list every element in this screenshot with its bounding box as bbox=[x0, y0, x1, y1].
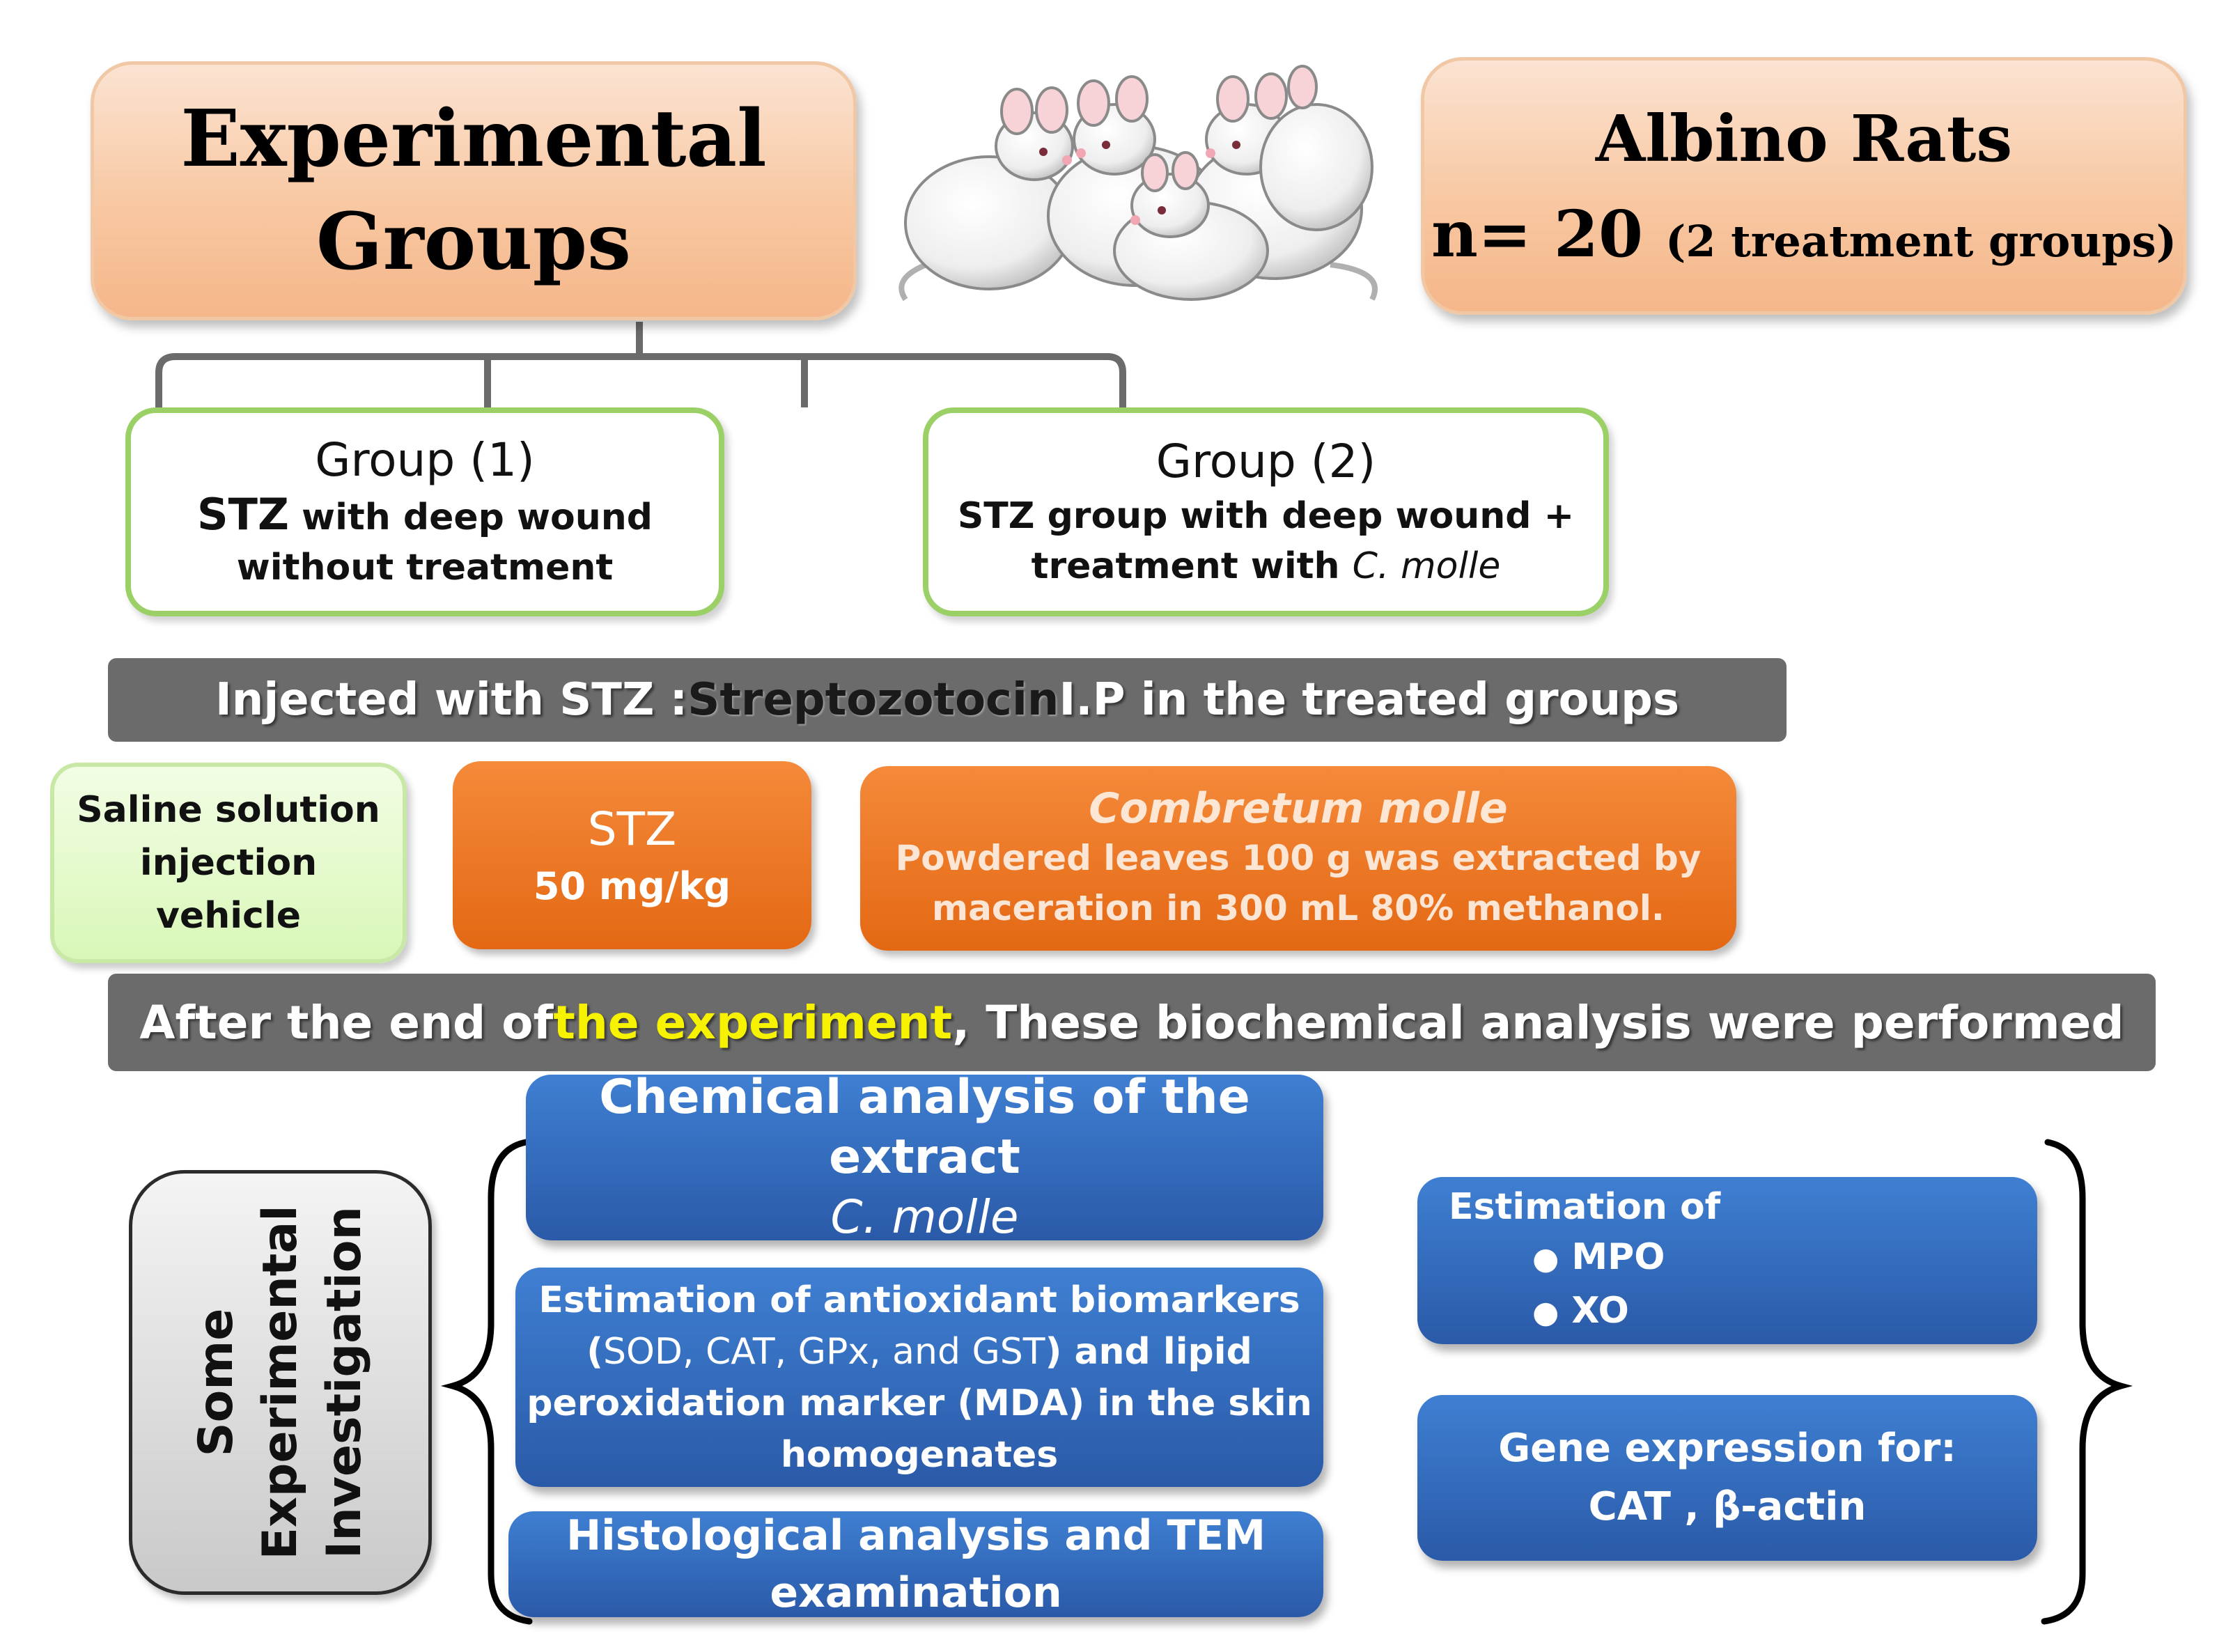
bullet-icon: ● bbox=[1532, 1295, 1559, 1330]
sample-size-count: n= 20 bbox=[1431, 196, 1643, 272]
saline-line-2: injection bbox=[139, 842, 318, 884]
chemical-analysis-subtitle: C. molle bbox=[830, 1190, 1019, 1244]
group-2-species: C. molle bbox=[1352, 545, 1501, 587]
combretum-line-2: maceration in 300 mL 80% methanol. bbox=[932, 887, 1665, 928]
analysis-banner: After the end of the experiment , These … bbox=[108, 974, 2156, 1071]
analysis-highlight: the experiment bbox=[553, 995, 953, 1050]
group-2-title: Group (2) bbox=[1155, 435, 1376, 488]
injection-part-1: Injected with STZ : bbox=[215, 674, 688, 726]
combretum-name: Combretum molle bbox=[1089, 784, 1508, 833]
antioxidant-line-2: (SOD, CAT, GPx, and GST) and lipid bbox=[586, 1326, 1252, 1378]
stz-dose-box: STZ 50 mg/kg bbox=[453, 761, 811, 949]
analysis-part-3: , These biochemical analysis were perfor… bbox=[952, 995, 2124, 1050]
estimation-title: Estimation of bbox=[1449, 1186, 1721, 1228]
injection-part-2: Streptozotocin bbox=[687, 674, 1059, 726]
estimation-item-mpo: ● MPO bbox=[1449, 1231, 1665, 1285]
gene-expression-box: Gene expression for: CAT , β-actin bbox=[1417, 1395, 2037, 1561]
group-1-wound: with deep wound bbox=[288, 497, 653, 538]
stz-dose: 50 mg/kg bbox=[533, 864, 731, 908]
chemical-analysis-box: Chemical analysis of the extract C. moll… bbox=[526, 1070, 1323, 1244]
group-1-title: Group (1) bbox=[315, 433, 535, 487]
group-1-line-2: without treatment bbox=[236, 547, 614, 589]
group-2-line-2: treatment with C. molle bbox=[1032, 541, 1501, 591]
antioxidant-line-1: Estimation of antioxidant biomarkers bbox=[538, 1279, 1300, 1321]
albino-rats-box: Albino Rats n= 20 (2 treatment groups) bbox=[1421, 57, 2187, 315]
antioxidant-line-3: peroxidation marker (MDA) in the skin bbox=[527, 1382, 1312, 1424]
estimation-box: Estimation of ● MPO ● XO bbox=[1417, 1177, 2037, 1344]
estimation-item-label: XO bbox=[1571, 1290, 1629, 1332]
antioxidant-biomarkers-box: Estimation of antioxidant biomarkers (SO… bbox=[515, 1268, 1323, 1487]
histology-line-1: Histological analysis and TEM bbox=[566, 1511, 1266, 1560]
chemical-analysis-title: Chemical analysis of the extract bbox=[599, 1070, 1250, 1185]
rats-illustration bbox=[898, 65, 1378, 302]
sample-size: n= 20 (2 treatment groups) bbox=[1431, 196, 2177, 272]
antioxidant-enzymes: SOD, CAT, GPx, and GST bbox=[602, 1330, 1045, 1373]
investigation-label: Some Experimental Investigation bbox=[185, 1205, 377, 1559]
saline-solution-box: Saline solution injection vehicle bbox=[50, 763, 407, 963]
bullet-icon: ● bbox=[1532, 1241, 1559, 1277]
group-1-line-1: STZ with deep wound bbox=[197, 490, 653, 543]
title-line-1: Experimental bbox=[180, 93, 767, 185]
albino-rats-title: Albino Rats bbox=[1595, 101, 2013, 176]
group-2-treatment: treatment with bbox=[1031, 545, 1353, 587]
experimental-investigation-box: Some Experimental Investigation bbox=[129, 1170, 432, 1595]
antioxidant-paren-open: ( bbox=[586, 1330, 603, 1373]
estimation-item-xo: ● XO bbox=[1449, 1285, 1629, 1339]
combretum-line-1: Powdered leaves 100 g was extracted by bbox=[895, 837, 1702, 878]
injection-banner: Injected with STZ : Streptozotocin I.P i… bbox=[108, 658, 1787, 742]
group-2-line-1: STZ group with deep wound + bbox=[957, 495, 1575, 537]
group-1-stz: STZ bbox=[197, 489, 289, 540]
investigation-line-3: Investigation bbox=[316, 1206, 372, 1559]
group-1-box: Group (1) STZ with deep wound without tr… bbox=[125, 407, 724, 616]
saline-line-1: Saline solution bbox=[77, 789, 380, 831]
antioxidant-lipid: ) and lipid bbox=[1045, 1330, 1252, 1373]
title-line-2: Groups bbox=[316, 196, 632, 288]
histological-analysis-box: Histological analysis and TEM examinatio… bbox=[508, 1511, 1323, 1617]
antioxidant-line-4: homogenates bbox=[780, 1433, 1059, 1476]
stz-name: STZ bbox=[587, 802, 677, 856]
injection-part-3: I.P in the treated groups bbox=[1059, 674, 1680, 726]
investigation-line-2: Experimental bbox=[252, 1205, 308, 1560]
combretum-molle-box: Combretum molle Powdered leaves 100 g wa… bbox=[860, 766, 1736, 951]
saline-line-3: vehicle bbox=[156, 895, 301, 937]
group-2-box: Group (2) STZ group with deep wound + tr… bbox=[923, 407, 1609, 616]
right-brace bbox=[2041, 1139, 2133, 1625]
histology-line-2: examination bbox=[770, 1568, 1062, 1617]
sample-size-note: (2 treatment groups) bbox=[1665, 216, 2177, 267]
experimental-groups-title: Experimental Groups bbox=[91, 61, 857, 320]
analysis-part-1: After the end of bbox=[139, 995, 554, 1050]
gene-line-1: Gene expression for: bbox=[1498, 1426, 1956, 1471]
connector-bracket bbox=[155, 353, 1126, 407]
investigation-line-1: Some bbox=[188, 1308, 244, 1457]
estimation-item-label: MPO bbox=[1571, 1236, 1665, 1278]
gene-line-2: CAT , β-actin bbox=[1588, 1484, 1867, 1529]
